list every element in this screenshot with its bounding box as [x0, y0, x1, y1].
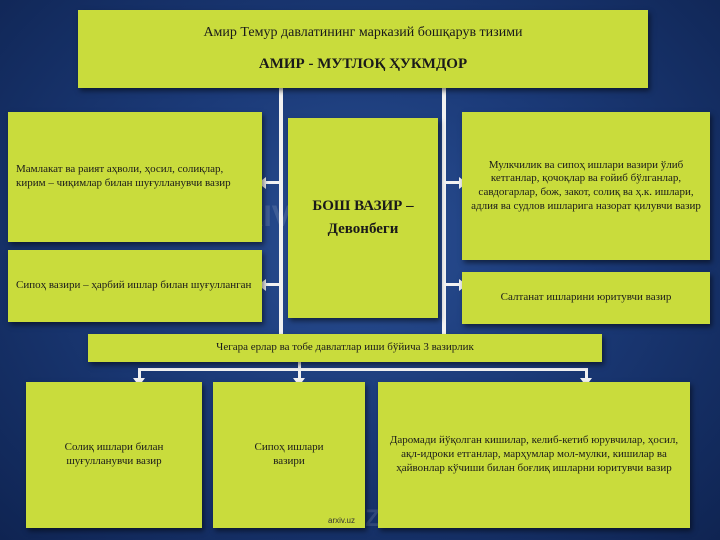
left-bottom-text: Сипоҳ вазири – ҳарбий ишлар билан шуғулл… [16, 279, 252, 292]
connector-line [263, 181, 281, 184]
bottom-left-text: Солиқ ишлари билан шуғулланувчи вазир [64, 441, 164, 467]
left-top-box: Мамлакат ва раият аҳволи, ҳосил, солиқла… [8, 112, 262, 242]
right-bottom-box: Салтанат ишларини юритувчи вазир [462, 272, 710, 324]
bottom-mid-box: Сипоҳ ишлари вазири [213, 382, 365, 528]
chief-vizier-title: БОШ ВАЗИР – [312, 198, 414, 215]
bottom-right-box: Даромади йўқолган кишилар, келиб-кетиб ю… [378, 382, 690, 528]
chief-vizier-subtitle: Девонбеги [327, 221, 399, 237]
connector-line [444, 181, 462, 184]
bottom-left-box: Солиқ ишлари билан шуғулланувчи вазир [26, 382, 202, 528]
connector-line [298, 362, 301, 382]
ministries-band-text: Чегара ерлар ва тобе давлатлар иши бўйич… [216, 341, 474, 354]
connector-line [263, 283, 281, 286]
ministries-band: Чегара ерлар ва тобе давлатлар иши бўйич… [88, 334, 602, 362]
left-top-text: Мамлакат ва раият аҳволи, ҳосил, солиқла… [16, 163, 231, 189]
connector-line [585, 368, 588, 382]
footer-text: arxiv.uz [328, 516, 355, 525]
connector-line [444, 283, 462, 286]
connector-line [138, 368, 141, 382]
amir-label: АМИР - МУТЛОҚ ҲУКМДОР [258, 56, 468, 73]
right-top-text: Мулкчилик ва сипоҳ ишлари вазири ўлиб ке… [471, 158, 701, 212]
arrow-left-icon [258, 279, 266, 291]
connector-line [279, 88, 283, 340]
bottom-right-text: Даромади йўқолган кишилар, келиб-кетиб ю… [389, 434, 679, 474]
connector-line [442, 88, 446, 340]
chief-vizier-box: БОШ ВАЗИР – Девонбеги [288, 118, 438, 318]
arrow-left-icon [258, 177, 266, 189]
right-bottom-text: Салтанат ишларини юритувчи вазир [500, 291, 672, 304]
left-bottom-box: Сипоҳ вазири – ҳарбий ишлар билан шуғулл… [8, 250, 262, 322]
diagram-title: Амир Темур давлатининг марказий бошқарув… [203, 24, 523, 40]
bottom-mid-text: Сипоҳ ишлари вазири [254, 441, 324, 467]
connector-line [138, 368, 588, 371]
title-box: Амир Темур давлатининг марказий бошқарув… [78, 10, 648, 88]
right-top-box: Мулкчилик ва сипоҳ ишлари вазири ўлиб ке… [462, 112, 710, 260]
